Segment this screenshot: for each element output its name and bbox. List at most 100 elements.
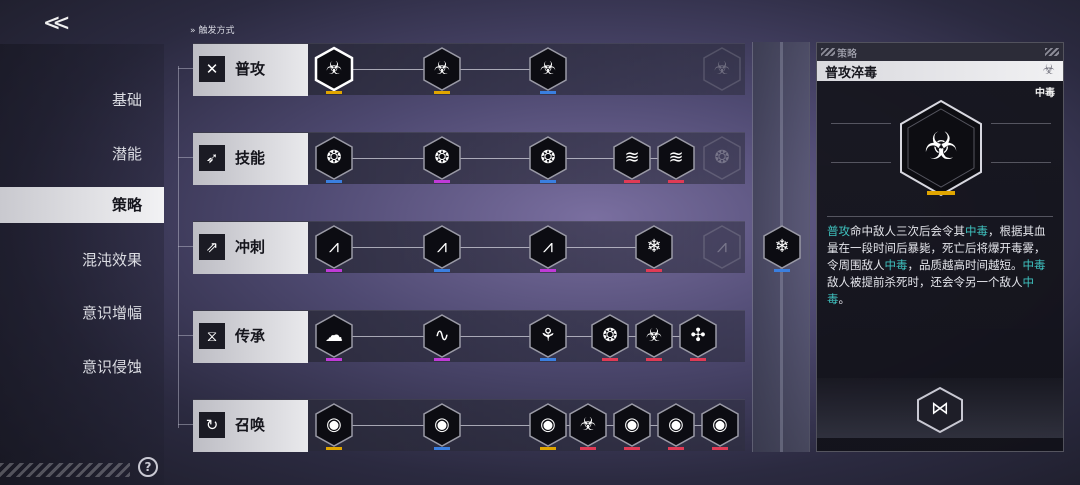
rarity-bar <box>434 91 450 94</box>
row-connector <box>333 158 675 159</box>
tree-stub <box>178 424 193 425</box>
strategy-node[interactable]: ❂ <box>313 135 355 183</box>
sidebar-item-0[interactable]: 基础 <box>111 91 142 109</box>
sidebar-item-4[interactable]: 意识增幅 <box>81 304 142 322</box>
rarity-bar <box>540 91 556 94</box>
rarity-bar <box>434 269 450 272</box>
keyword-highlight: 中毒 <box>965 224 988 238</box>
strategy-node[interactable]: ◉ <box>421 402 463 450</box>
skill-glyph-icon: ☣ <box>325 58 343 79</box>
trigger-row-header: ↻召唤 <box>193 400 308 452</box>
skill-glyph-icon: ❄ <box>774 236 790 257</box>
strategy-node[interactable]: ☣ <box>567 402 609 450</box>
mid-slot-node[interactable]: ❄ <box>761 224 803 272</box>
description-text: 命中敌人三次后会令其 <box>850 224 965 238</box>
trigger-row-label: 传承 <box>235 327 266 345</box>
trigger-row-header: ➶ 技能 <box>193 133 308 185</box>
strategy-node[interactable]: ◉ <box>655 402 697 450</box>
description-text: ，根据其血量在一段时间后暴毙，死亡后将爆开毒雾，令周围敌人 <box>827 224 1046 272</box>
trigger-row-header: ✕普攻 <box>193 44 308 96</box>
strategy-node[interactable]: ∿ <box>421 313 463 361</box>
strategy-node[interactable]: ◉ <box>699 402 741 450</box>
skill-glyph-icon: ∿ <box>434 325 450 346</box>
skill-glyph-icon: ⚘ <box>539 325 557 346</box>
strategy-node[interactable]: ☁ <box>313 313 355 361</box>
skill-glyph-icon: ❄ <box>646 236 662 257</box>
strategy-node[interactable]: ❂ <box>589 313 631 361</box>
strategy-node[interactable]: ❄ <box>633 224 675 272</box>
strategy-node[interactable]: ☣ <box>313 46 355 94</box>
strategy-node[interactable]: ❂ <box>527 135 569 183</box>
rarity-bar <box>434 180 450 183</box>
skill-glyph-icon: ☣ <box>713 58 731 79</box>
strategy-node[interactable]: ☣ <box>421 46 463 94</box>
effect-type-badge: 中毒 <box>1035 88 1055 99</box>
skill-glyph-icon: ❂ <box>602 325 618 346</box>
trigger-row-header: ⧖ 传承 <box>193 311 308 363</box>
arrow-burst-icon: ➶ <box>199 145 225 171</box>
rarity-bar <box>602 358 618 361</box>
skill-glyph-icon: ✣ <box>690 325 706 346</box>
strategy-node[interactable]: ⩘ <box>421 224 463 272</box>
skill-glyph-icon: ⩘ <box>436 236 448 257</box>
row-connector <box>333 247 653 248</box>
strategy-node[interactable]: ◉ <box>611 402 653 450</box>
summon-cycle-icon: ↻ <box>199 412 225 438</box>
rarity-bar <box>712 447 728 450</box>
skill-glyph-icon: ⩘ <box>716 236 728 257</box>
strategy-node[interactable]: ✣ <box>677 313 719 361</box>
strategy-detail-panel: 策略 普攻淬毒 ☣ 中毒 ☣ 普攻命中敌人三次后会令其中毒，根据其血量在一段时间… <box>816 42 1064 452</box>
rarity-bar <box>624 447 640 450</box>
sidebar-decoration <box>0 463 130 477</box>
keyword-highlight: 中毒 <box>884 258 908 272</box>
strategy-node[interactable]: ◉ <box>527 402 569 450</box>
helmet-help-icon[interactable]: ? <box>138 457 158 477</box>
back-button[interactable]: << <box>44 8 69 38</box>
strategy-node[interactable]: ≋ <box>611 135 653 183</box>
strategy-node[interactable]: ☣ <box>527 46 569 94</box>
rarity-bar <box>326 358 342 361</box>
skill-glyph-icon: ◉ <box>668 414 684 435</box>
strategy-node[interactable]: ❂ <box>421 135 463 183</box>
strategy-emblem: ☣ <box>897 99 985 199</box>
strategy-node[interactable]: ☣ <box>633 313 675 361</box>
locked-node: ❂ <box>701 135 743 183</box>
trigger-row-1: ➶ 技能 ❂ ❂ ❂ ≋ ≋ ❂ <box>193 132 745 185</box>
strategy-node[interactable]: ◉ <box>313 402 355 450</box>
strategy-node[interactable]: ≋ <box>655 135 697 183</box>
strategy-node[interactable]: ⩘ <box>313 224 355 272</box>
rarity-bar <box>434 358 450 361</box>
chevron-down-icon: » <box>190 26 196 36</box>
sidebar-item-3[interactable]: 混沌效果 <box>81 251 142 269</box>
rarity-bar <box>668 180 684 183</box>
sidebar-item-1[interactable]: 潜能 <box>111 145 142 163</box>
rarity-bar <box>668 447 684 450</box>
rarity-bar <box>326 180 342 183</box>
tree-stub <box>178 335 193 336</box>
skill-glyph-icon: ❂ <box>714 147 730 168</box>
keyword-highlight: 普攻 <box>827 224 850 238</box>
sidebar-item-2[interactable]: 策略 <box>0 187 164 223</box>
rarity-bar <box>540 447 556 450</box>
crossed-blades-icon: ✕ <box>199 56 225 82</box>
strategy-node[interactable]: ⚘ <box>527 313 569 361</box>
rarity-bar <box>326 269 342 272</box>
mid-slot-column: ❄ <box>752 42 810 452</box>
skill-glyph-icon: ◉ <box>434 414 450 435</box>
description-text: ，品质越高时间越短。 <box>907 258 1023 272</box>
locked-node: ⩘ <box>701 224 743 272</box>
trigger-row-header: ⇗冲刺 <box>193 222 308 274</box>
strategy-description: 普攻命中敌人三次后会令其中毒，根据其血量在一段时间后暴毙，死亡后将爆开毒雾，令周… <box>827 223 1055 308</box>
trigger-row-label: 技能 <box>235 149 266 167</box>
description-text: 敌人被提前杀死时，还会令另一个敌人 <box>827 275 1023 289</box>
skill-glyph-icon: ☣ <box>539 58 557 79</box>
skill-glyph-icon: ☣ <box>579 414 597 435</box>
skill-glyph-icon: ≋ <box>624 147 640 168</box>
sidebar-item-5[interactable]: 意识侵蚀 <box>81 358 142 376</box>
stripe-decoration <box>821 48 835 56</box>
strategy-node[interactable]: ⩘ <box>527 224 569 272</box>
dna-icon: ⧖ <box>199 323 225 349</box>
share-button[interactable]: ⋈ <box>915 386 965 434</box>
skill-glyph-icon: ❂ <box>326 147 342 168</box>
tree-connector <box>178 66 179 428</box>
